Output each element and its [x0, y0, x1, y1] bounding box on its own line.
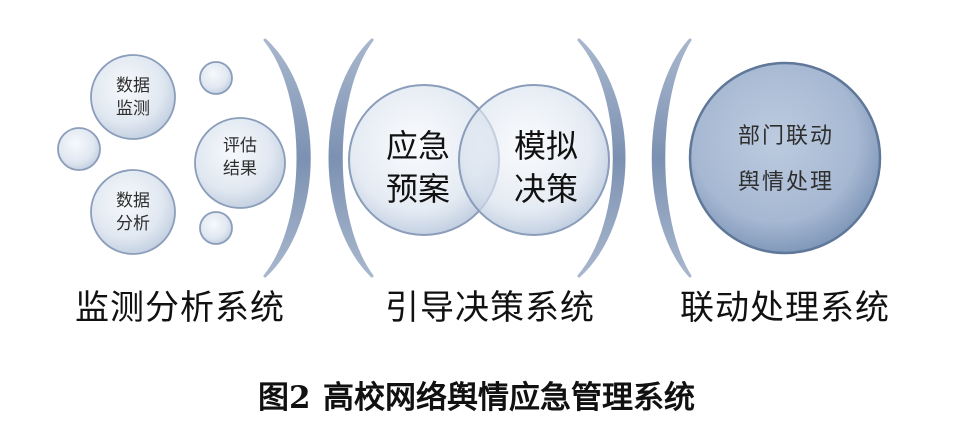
department-linkage-line-1: 部门联动 [738, 124, 834, 149]
monitoring-analysis-system: 数据 监测 评估 结果 数据 分析 监测分析系统 [57, 54, 286, 328]
evaluation-result-circle [194, 117, 286, 209]
linkage-system-label: 联动处理系统 [680, 288, 890, 328]
figure-caption: 图2 高校网络舆情应急管理系统 [258, 380, 695, 416]
data-monitoring-circle [90, 54, 176, 140]
small-bubble-left [57, 127, 101, 171]
data-monitoring-line-2: 监测 [116, 99, 150, 119]
data-analysis-bubble: 数据 分析 [90, 169, 176, 255]
small-bubble-top [199, 61, 233, 95]
guidance-decision-system: 应急 预案 模拟 决策 引导决策系统 [348, 84, 610, 328]
bracket-arc-3 [577, 38, 626, 278]
linkage-processing-system: 部门联动 舆情处理 联动处理系统 [680, 61, 890, 328]
emergency-plan-line-2: 预案 [386, 170, 450, 208]
data-analysis-line-2: 分析 [116, 214, 150, 234]
evaluation-result-line-1: 评估 [223, 136, 257, 156]
department-linkage-line-2: 舆情处理 [738, 170, 834, 195]
department-linkage-circle [688, 61, 882, 255]
data-analysis-line-1: 数据 [116, 191, 150, 211]
bracket-arc-4 [651, 38, 692, 278]
figure-number: 图2 [258, 380, 311, 416]
evaluation-result-line-2: 结果 [223, 159, 257, 179]
simulated-decision-line-2: 决策 [514, 170, 578, 208]
monitoring-system-label: 监测分析系统 [75, 288, 285, 328]
evaluation-result-bubble: 评估 结果 [194, 117, 286, 209]
data-monitoring-line-1: 数据 [116, 76, 150, 96]
simulated-decision-line-1: 模拟 [514, 127, 578, 165]
bracket-arc-1 [263, 38, 311, 278]
data-analysis-circle [90, 169, 176, 255]
small-bubble-bottom [199, 211, 233, 245]
emergency-plan-line-1: 应急 [386, 127, 450, 165]
simulated-decision-circle [458, 84, 610, 236]
bracket-arc-2 [328, 38, 374, 278]
figure-title: 高校网络舆情应急管理系统 [323, 380, 695, 416]
guidance-system-label: 引导决策系统 [385, 288, 595, 328]
data-monitoring-bubble: 数据 监测 [90, 54, 176, 140]
